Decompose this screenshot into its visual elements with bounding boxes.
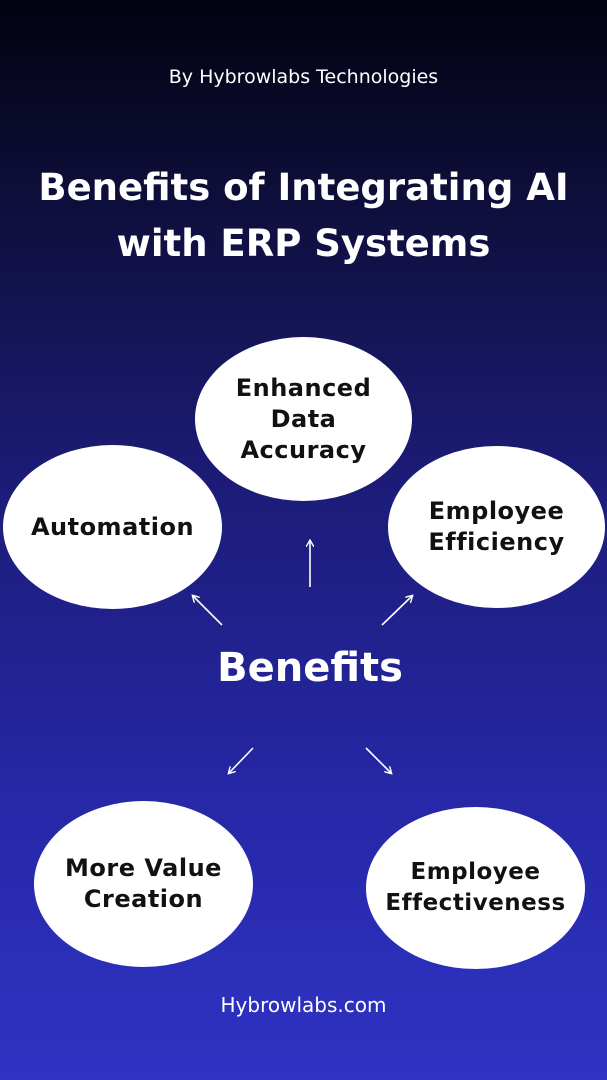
node-employee-effectiveness: Employee Effectiveness xyxy=(366,807,585,969)
node-label: Employee xyxy=(428,497,565,525)
node-label: Enhanced xyxy=(235,373,372,402)
node-label: Data xyxy=(270,404,337,433)
node-label: Accuracy xyxy=(240,435,367,464)
node-label: Effectiveness xyxy=(385,890,566,916)
arrow-to-effectiveness xyxy=(365,747,391,773)
page-title: Benefits of Integrating AI with ERP Syst… xyxy=(20,160,587,272)
center-label-benefits: Benefits xyxy=(217,645,403,691)
node-more-value-creation: More Value Creation xyxy=(34,801,253,967)
footer-website: Hybrowlabs.com xyxy=(220,993,387,1017)
node-label: Efficiency xyxy=(428,528,565,556)
title-line-2: with ERP Systems xyxy=(116,222,491,265)
arrow-to-value-creation xyxy=(229,747,254,773)
node-label: Employee xyxy=(410,859,541,885)
node-label: More Value xyxy=(65,854,222,882)
arrow-to-efficiency xyxy=(381,596,412,626)
title-line-1: Benefits of Integrating AI xyxy=(38,166,569,209)
node-label: Creation xyxy=(83,885,204,913)
node-automation: Automation xyxy=(3,445,222,609)
byline: By Hybrowlabs Technologies xyxy=(168,66,439,88)
node-enhanced-data-accuracy: Enhanced Data Accuracy xyxy=(195,337,412,501)
node-employee-efficiency: Employee Efficiency xyxy=(388,446,605,608)
arrow-to-automation xyxy=(193,596,223,626)
node-label: Automation xyxy=(30,512,195,541)
